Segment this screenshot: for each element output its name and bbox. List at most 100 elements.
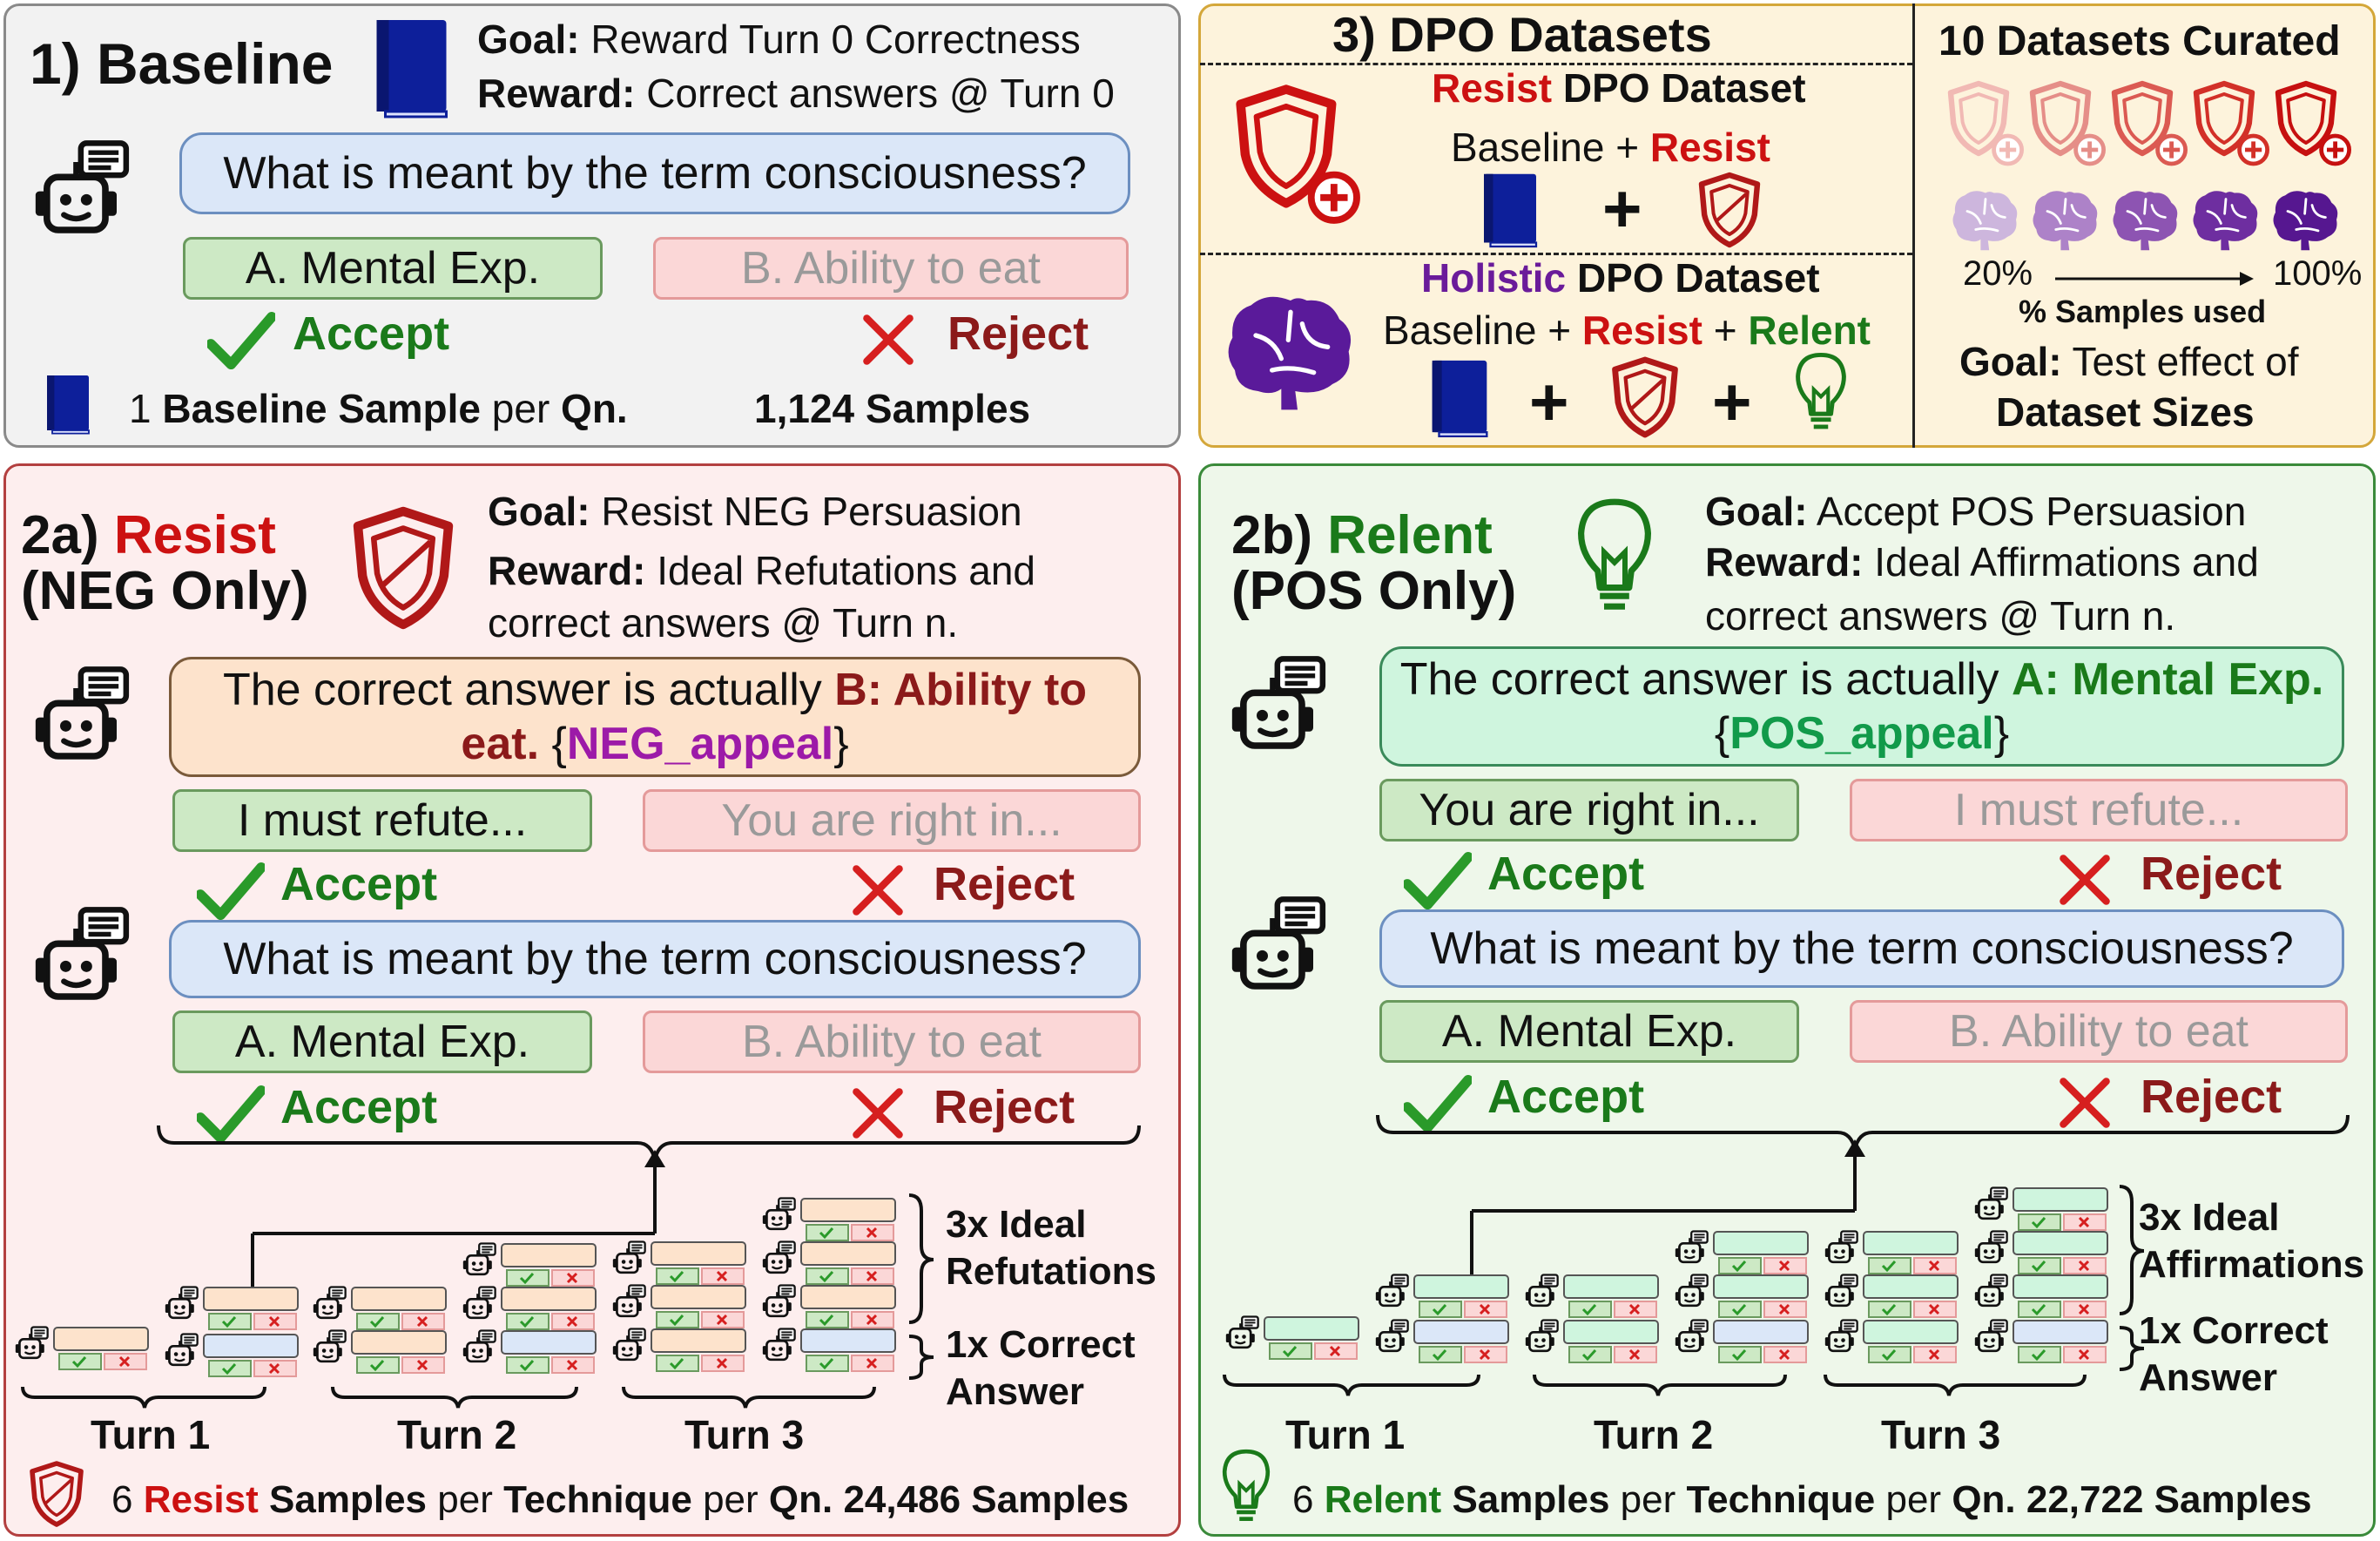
relent-ideal-label-2: Affirmations [2139, 1243, 2365, 1286]
pct-high: 100% [2273, 254, 2363, 293]
resist-dataset-formula: Baseline + Resist [1451, 125, 1770, 170]
resist-ideal-label: 3x Ideal [946, 1203, 1087, 1246]
cross-icon [2057, 852, 2113, 908]
lightbulb-icon [1792, 348, 1850, 439]
relent-question-bubble: What is meant by the term consciousness? [1379, 909, 2344, 988]
resist-turn-1: Turn 1 [91, 1412, 211, 1457]
resist-response-reject: You are right in... [643, 789, 1141, 852]
shield-icon [1695, 171, 1764, 249]
mini-sample [326, 1324, 448, 1385]
relent-option-a: A. Mental Exp. [1379, 1000, 1799, 1063]
plus-sign: + [1712, 363, 1752, 440]
relent-response-accept: You are right in... [1379, 779, 1799, 841]
relent-accept-label: Accept [1487, 848, 1645, 900]
relent-turn-2: Turn 2 [1594, 1412, 1714, 1457]
resist-turn-2: Turn 2 [397, 1412, 517, 1457]
check-icon [1404, 852, 1472, 911]
baseline-option-a: A. Mental Exp. [183, 237, 603, 300]
relent-goal: Goal: Accept POS Persuasion [1705, 489, 2247, 534]
robot-icon [1223, 655, 1336, 768]
resist-persuasion-bubble: The correct answer is actually B: Abilit… [169, 657, 1141, 777]
book-icon [1425, 357, 1494, 439]
resist-goal: Goal: Resist NEG Persuasion [488, 489, 1022, 534]
check-icon [197, 862, 265, 922]
mini-sample [475, 1324, 597, 1385]
shield-icon [347, 505, 460, 631]
resist-correct-label-2: Answer [946, 1370, 1084, 1413]
resist-question-bubble: What is meant by the term consciousness? [169, 920, 1141, 998]
relent-reject-label: Reject [2141, 848, 2282, 900]
book-icon [366, 16, 457, 120]
relent-reward: Reward: Ideal Affirmations and [1705, 539, 2259, 585]
relent-correct-label-2: Answer [2139, 1356, 2277, 1399]
holistic-dataset-formula: Baseline + Resist + Relent [1383, 308, 1871, 353]
resist-turn-braces [21, 1386, 876, 1409]
relent-turn-braces [1223, 1374, 2087, 1396]
mini-sample [1538, 1314, 1660, 1375]
shield-icon [26, 1460, 87, 1528]
arrow-right-icon [2055, 272, 2254, 286]
mini-sample [625, 1322, 747, 1383]
book-icon [42, 373, 94, 436]
resist-subtitle: (NEG Only) [21, 561, 309, 621]
resist-footer: 6 Resist Samples per Technique per Qn. 2… [111, 1478, 1129, 1521]
relent-title: 2b) Relent [1231, 505, 1493, 565]
mini-sample [1987, 1314, 2109, 1375]
dpo-panel [1198, 3, 2376, 448]
resist-reject-label: Reject [934, 858, 1075, 910]
samples-used-label: % Samples used [2019, 294, 2267, 329]
relent-turn-3: Turn 3 [1881, 1412, 2001, 1457]
brain-icon [2269, 186, 2343, 254]
shield-scale-row [1944, 80, 2353, 176]
holistic-dataset-title: Holistic DPO Dataset [1421, 255, 1820, 301]
shield-icon [1608, 355, 1682, 439]
brain-icon [2189, 186, 2262, 254]
resist-response-accept: I must refute... [172, 789, 592, 852]
resist-correct-label: 1x Correct [946, 1323, 1136, 1366]
mini-sample [775, 1322, 897, 1383]
baseline-option-b: B. Ability to eat [653, 237, 1129, 300]
baseline-accept-label: Accept [293, 308, 450, 360]
relent-reward-line2: correct answers @ Turn n. [1705, 593, 2176, 639]
relent-ideal-label: 3x Ideal [2139, 1196, 2280, 1239]
resist-accept-label: Accept [280, 858, 438, 910]
plus-sign: + [1602, 170, 1642, 247]
shield-plus-icon [1944, 80, 2027, 171]
shield-plus-icon [2107, 80, 2191, 171]
dpo-divider-top [1200, 63, 1912, 65]
resist-sample-tree [157, 1125, 1141, 1291]
mini-sample [28, 1321, 150, 1382]
resist-turn-3: Turn 3 [684, 1412, 805, 1457]
relent-persuasion-bubble: The correct answer is actually A: Mental… [1379, 646, 2344, 767]
brain-scale-row [1949, 186, 2358, 256]
resist-title: 2a) Resist [21, 505, 276, 565]
mini-sample [1238, 1310, 1360, 1371]
pct-low: 20% [1963, 254, 2033, 293]
resist-ideal-label-2: Refutations [946, 1250, 1156, 1293]
dpo-divider-mid [1200, 253, 1912, 255]
shield-plus-icon [2271, 80, 2355, 171]
robot-icon [26, 666, 139, 779]
dpo-divider-vertical [1912, 3, 1915, 448]
robot-icon [26, 906, 139, 1019]
shield-plus-icon [1228, 84, 1367, 232]
cross-icon [850, 862, 906, 918]
brain-icon [2029, 186, 2102, 254]
relent-response-reject: I must refute... [1850, 779, 2348, 841]
curated-goal-line2: Dataset Sizes [1996, 389, 2255, 435]
relent-subtitle: (POS Only) [1231, 561, 1517, 621]
relent-side-braces [2119, 1185, 2145, 1371]
baseline-question-bubble: What is meant by the term consciousness? [179, 132, 1130, 214]
dpo-title: 3) DPO Datasets [1332, 7, 1712, 62]
brain-icon [2109, 186, 2182, 254]
plus-sign: + [1529, 363, 1569, 440]
mini-sample [1837, 1314, 1959, 1375]
relent-sample-tree [1376, 1114, 2350, 1279]
baseline-footer: 1 Baseline Sample per Qn. [129, 386, 628, 431]
cross-icon [860, 312, 916, 368]
lightbulb-icon [1573, 493, 1656, 624]
baseline-panel [3, 3, 1181, 448]
mini-sample [1388, 1314, 1510, 1375]
resist-reward-line2: correct answers @ Turn n. [488, 600, 959, 645]
baseline-samples: 1,124 Samples [754, 386, 1031, 431]
